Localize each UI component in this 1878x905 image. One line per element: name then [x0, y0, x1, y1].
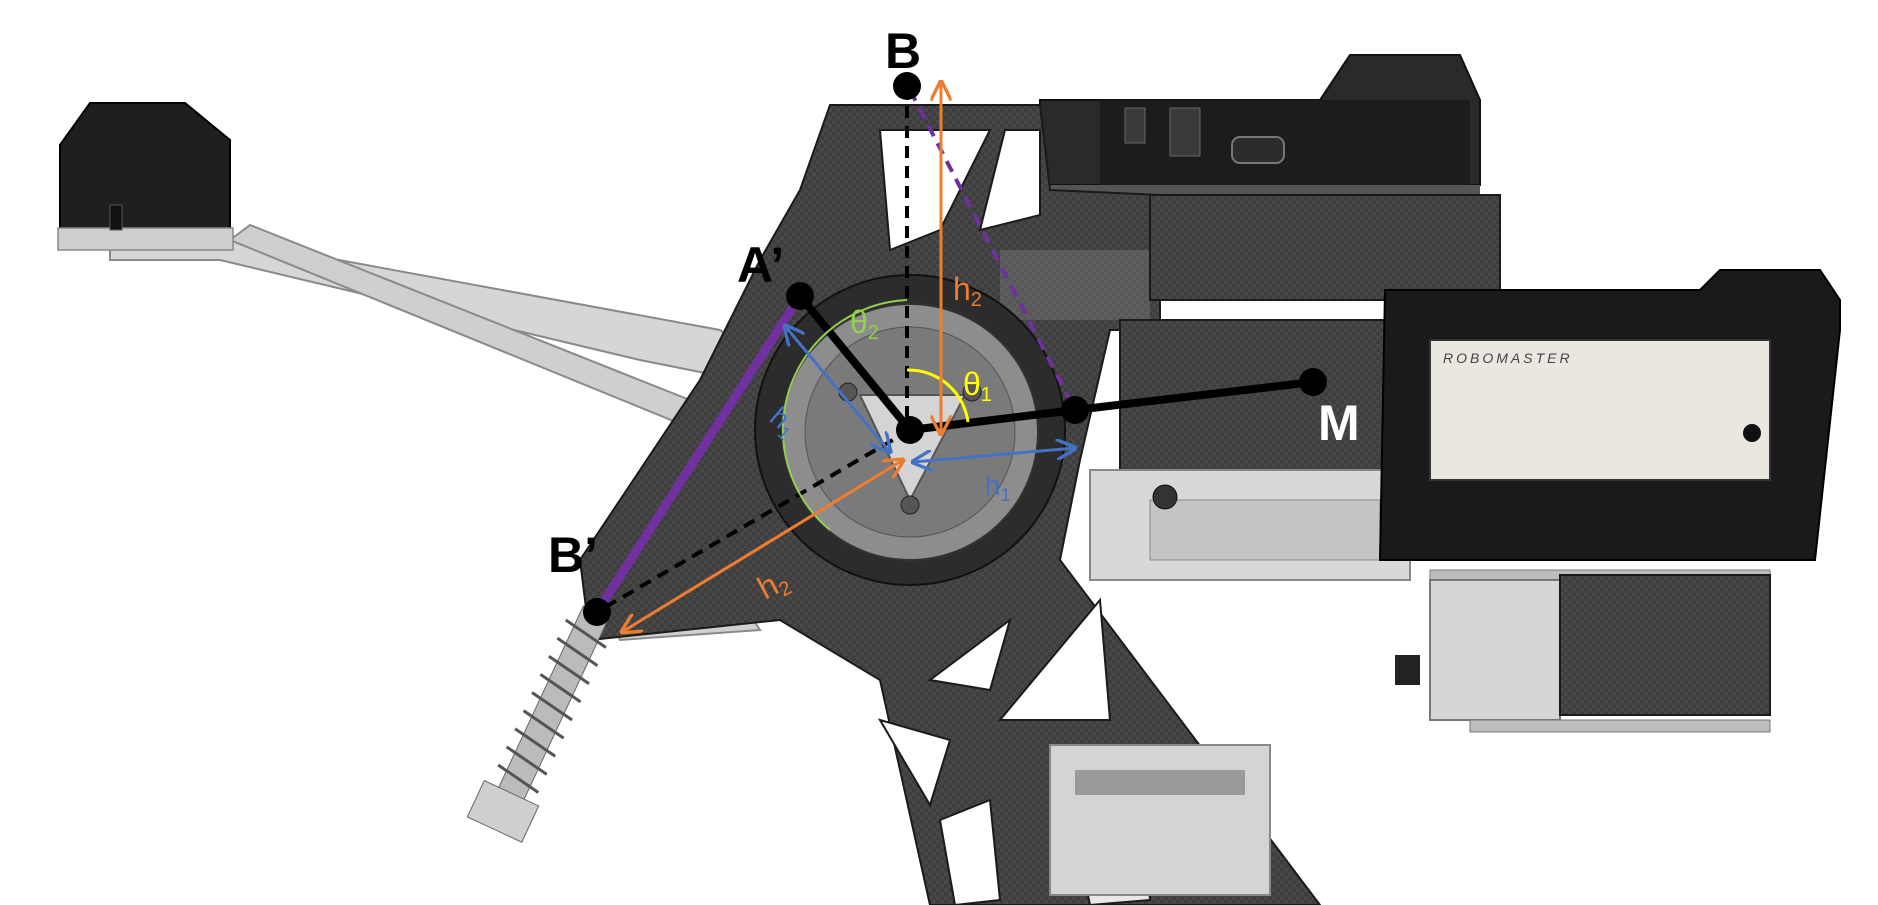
spring-damper-icon [466, 605, 610, 843]
label-h1-lower: h1 [985, 470, 1011, 505]
label-M: M [1318, 395, 1360, 451]
lower-assembly [1049, 744, 1271, 896]
robomaster-motor: ROBOMASTER [1378, 269, 1841, 561]
label-A: A [1083, 423, 1119, 479]
joint-M [1299, 368, 1327, 396]
joint-Bprime [583, 598, 611, 626]
joint-Aprime [786, 282, 814, 310]
label-theta2: θ2 [850, 304, 879, 344]
top-housing [1039, 54, 1481, 197]
sensor-module-icon [57, 102, 234, 251]
robomaster-logo: ROBOMASTER [1443, 350, 1573, 366]
joint-O [896, 416, 924, 444]
h2-arrow-diagonal [622, 460, 903, 632]
h1-arrow-diagonal [785, 326, 890, 452]
label-h2-upper: h2 [953, 271, 982, 311]
link-A-M [1074, 378, 1314, 414]
h1-arrow-horizontal [913, 448, 1075, 462]
label-Aprime: A’ [737, 237, 784, 293]
label-B: B [885, 23, 921, 79]
joint-B [893, 72, 921, 100]
joint-A [1061, 396, 1089, 424]
lower-right-bracket [1395, 574, 1771, 733]
label-Bprime: B’ [548, 527, 598, 583]
label-theta1: θ1 [963, 366, 992, 406]
